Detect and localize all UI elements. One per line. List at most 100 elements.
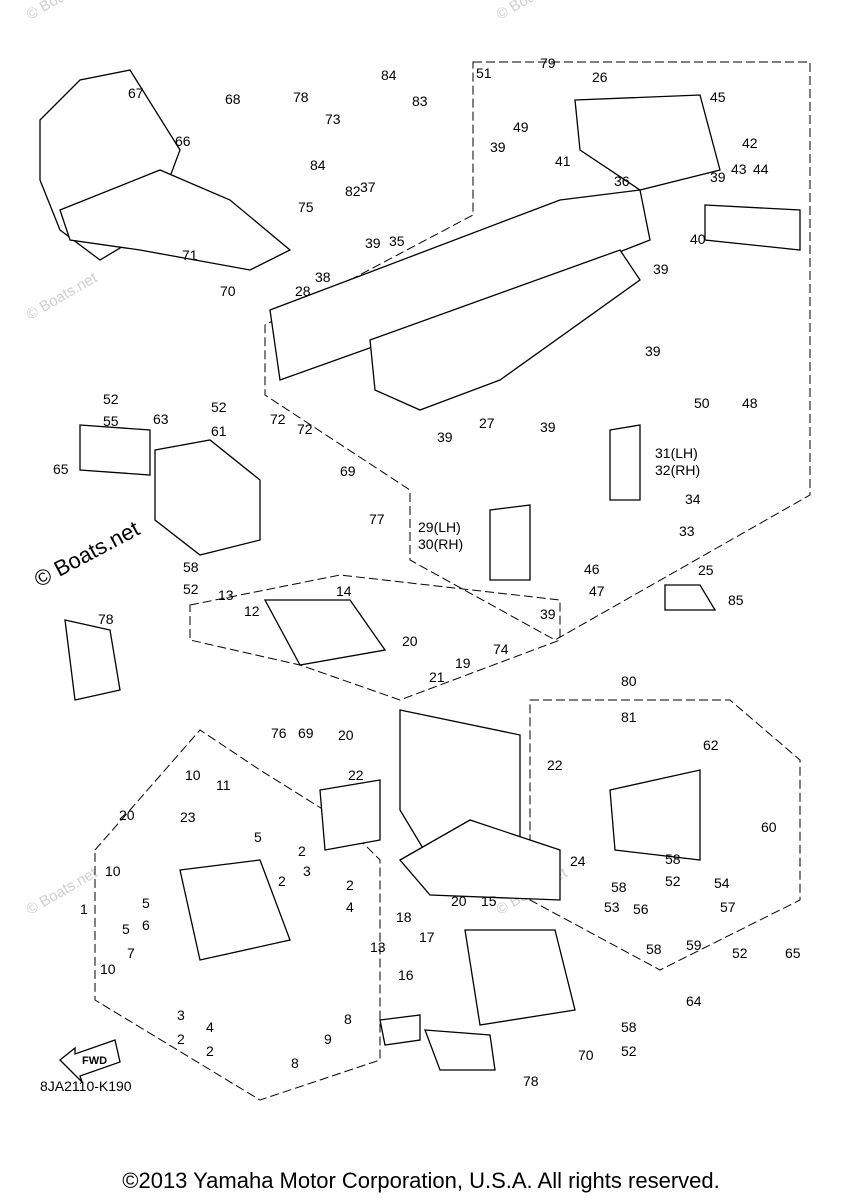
fwd-arrow: FWD	[59, 1039, 121, 1083]
callout-c49: 49	[513, 119, 529, 135]
callout-c67: 67	[128, 85, 144, 101]
callout-c60: 60	[761, 819, 777, 835]
callout-c20b: 20	[338, 727, 354, 743]
callout-c73: 73	[325, 111, 341, 127]
callout-c3a: 3	[303, 863, 311, 879]
callout-c43: 43	[731, 161, 747, 177]
callout-c55: 55	[103, 413, 119, 429]
callout-c35: 35	[389, 233, 405, 249]
diagram-code: 8JA2110-K190	[40, 1078, 132, 1094]
callout-c78c: 78	[523, 1073, 539, 1089]
callout-c23: 23	[180, 809, 196, 825]
callout-c13a: 13	[218, 587, 234, 603]
callout-c81: 81	[621, 709, 637, 725]
callout-c24: 24	[570, 853, 586, 869]
callout-c50: 50	[694, 395, 710, 411]
callout-c2e: 2	[206, 1043, 214, 1059]
callout-c26: 26	[592, 69, 608, 85]
callout-c32: 32(RH)	[655, 462, 700, 478]
callout-c45: 45	[710, 89, 726, 105]
plate-85-part	[664, 584, 717, 611]
callout-c79: 79	[540, 55, 556, 71]
callout-c4b: 4	[206, 1019, 214, 1035]
callout-c72b: 72	[297, 421, 313, 437]
callout-c58c: 58	[611, 879, 627, 895]
callout-c80: 80	[621, 673, 637, 689]
callout-c21: 21	[429, 669, 445, 685]
front-brace-part	[263, 599, 387, 666]
callout-c39d: 39	[653, 261, 669, 277]
callout-c1: 1	[80, 901, 88, 917]
callout-c39f: 39	[437, 429, 453, 445]
rear-cover-part	[609, 769, 701, 861]
lower-frame-part	[398, 819, 561, 901]
callout-c78a: 78	[293, 89, 309, 105]
group-outlines	[94, 61, 811, 1101]
callout-c39c: 39	[710, 169, 726, 185]
callout-c20a: 20	[402, 633, 418, 649]
fwd-arrow-icon	[59, 1039, 121, 1083]
callout-c11: 11	[216, 777, 231, 793]
callout-c51: 51	[476, 65, 492, 81]
callout-c2d: 2	[177, 1031, 185, 1047]
callout-c39e: 39	[645, 343, 661, 359]
callout-c47: 47	[589, 583, 605, 599]
callout-c46: 46	[584, 561, 600, 577]
callout-c5c: 5	[122, 921, 130, 937]
callout-c83: 83	[412, 93, 428, 109]
callout-c85: 85	[728, 592, 744, 608]
callout-c10c: 10	[100, 961, 116, 977]
callout-c58d: 58	[646, 941, 662, 957]
steering-bracket-part	[154, 439, 261, 556]
callout-c56: 56	[633, 901, 649, 917]
callout-c39a: 39	[365, 235, 381, 251]
steering-group-outline	[94, 729, 381, 1101]
callout-c28: 28	[295, 283, 311, 299]
callout-c69b: 69	[298, 725, 314, 741]
callout-c39g: 39	[540, 419, 556, 435]
callout-c34: 34	[685, 491, 701, 507]
bracket-group-outline	[189, 574, 561, 701]
callout-c77: 77	[369, 511, 385, 527]
callout-c8b: 8	[291, 1055, 299, 1071]
callout-c14: 14	[336, 583, 352, 599]
callout-c78b: 78	[98, 611, 114, 627]
callout-c74: 74	[493, 641, 509, 657]
bracket-29-part	[489, 504, 531, 581]
callout-c13b: 13	[370, 939, 386, 955]
callout-c44: 44	[753, 161, 769, 177]
callout-c29: 29(LH)	[418, 519, 461, 535]
callout-c9: 9	[324, 1031, 332, 1047]
callout-c5b: 5	[142, 895, 150, 911]
callout-c17: 17	[419, 929, 435, 945]
callout-c84b: 84	[310, 157, 326, 173]
mount-plate-part	[79, 424, 151, 476]
duct-part	[424, 1029, 496, 1071]
callout-c10b: 10	[105, 863, 121, 879]
callout-c40: 40	[690, 231, 706, 247]
callout-c4a: 4	[346, 899, 354, 915]
callout-c16: 16	[398, 967, 414, 983]
callout-c75: 75	[298, 199, 314, 215]
callout-c2c: 2	[346, 877, 354, 893]
bracket-small-part	[379, 1014, 421, 1046]
callout-c25: 25	[698, 562, 714, 578]
callout-c59: 59	[686, 937, 702, 953]
side-mount-part	[319, 779, 381, 851]
callout-c53: 53	[604, 899, 620, 915]
callout-c27: 27	[479, 415, 495, 431]
callout-c71: 71	[182, 247, 198, 263]
callout-c41: 41	[555, 153, 571, 169]
callout-c52b: 52	[211, 399, 227, 415]
cooler-part	[464, 929, 576, 1026]
tube-part	[704, 204, 801, 251]
callout-c2b: 2	[278, 873, 286, 889]
callout-c66: 66	[175, 133, 191, 149]
callout-c20d: 20	[451, 893, 467, 909]
callout-c65a: 65	[53, 461, 69, 477]
callout-c31: 31(LH)	[655, 445, 698, 461]
callout-c48: 48	[742, 395, 758, 411]
callout-c52a: 52	[103, 391, 119, 407]
callout-c19: 19	[455, 655, 471, 671]
